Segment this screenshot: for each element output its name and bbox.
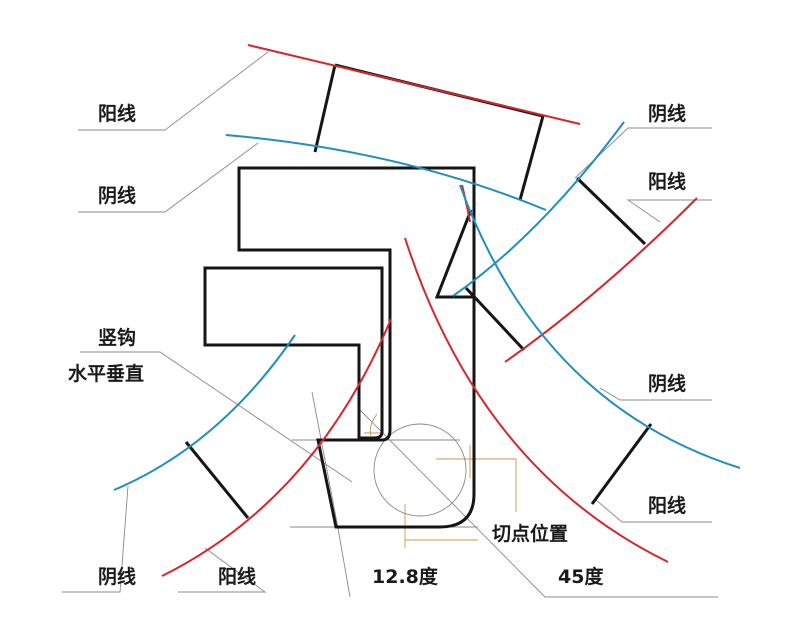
yang-line-right-small <box>461 184 471 223</box>
horizontal-hook-stroke <box>237 166 476 529</box>
yang-lines <box>161 44 698 577</box>
bar-right-lower <box>590 423 653 505</box>
yang-line-bottom-left <box>161 318 392 577</box>
yin-line-right-top <box>452 121 625 297</box>
tangent-guide-small-arc <box>369 413 378 437</box>
leader-45-degree <box>357 407 718 598</box>
label-vertical-hook-subtitle: 水平垂直 <box>68 362 144 385</box>
yin-line-upper <box>225 134 547 211</box>
tangent-circle <box>373 423 467 517</box>
leader-yin-upper-left <box>78 142 259 213</box>
leader-vertical-hook <box>80 351 353 483</box>
leader-yin-bottom-left <box>62 485 129 593</box>
yang-line-right-long <box>404 237 669 563</box>
text-labels: 阳线 阴线 竖钩 水平垂直 阴线 阳线 阴线 阳线 阴线 阳线 12.8度 45… <box>68 102 686 588</box>
yin-line-bottom-left <box>113 334 296 491</box>
width-bars <box>184 63 653 519</box>
leader-yang-top-left <box>78 51 269 131</box>
label-yang-right-upper: 阳线 <box>648 170 686 193</box>
label-yin-right-lower: 阴线 <box>648 372 686 395</box>
character-outlines <box>203 166 476 529</box>
leader-lines <box>62 51 718 598</box>
leader-yang-right-bottom <box>595 499 712 523</box>
label-yang-top-left: 阳线 <box>98 102 136 125</box>
yin-line-right-long <box>459 184 741 469</box>
leader-yin-right-top <box>574 127 712 179</box>
bar-right-upper <box>575 176 647 246</box>
label-vertical-hook-title: 竖钩 <box>98 326 136 349</box>
label-yang-right-bottom: 阳线 <box>648 494 686 517</box>
leader-yin-right-lower <box>599 387 712 401</box>
right-dot-stroke <box>434 209 474 299</box>
label-angle-45: 45度 <box>558 565 604 588</box>
label-yin-bottom-left: 阴线 <box>98 565 136 588</box>
label-tangent-position: 切点位置 <box>492 522 568 545</box>
label-yin-upper-left: 阴线 <box>98 184 136 207</box>
vertical-hook-stroke <box>203 266 384 440</box>
label-yin-right-top: 阴线 <box>648 102 686 125</box>
leader-yang-bottom-left <box>178 547 267 593</box>
bar-top-right <box>518 115 545 201</box>
yin-lines <box>113 121 741 491</box>
leader-yang-right-upper <box>626 199 712 223</box>
yang-line-right-upper <box>504 197 698 363</box>
bar-right-inner <box>464 286 526 352</box>
bar-left-lower <box>184 441 250 519</box>
label-angle-12-8: 12.8度 <box>372 565 439 588</box>
leader-12-8-degree <box>311 391 351 598</box>
label-yang-bottom-left: 阳线 <box>218 565 256 588</box>
bar-top-left <box>313 64 337 153</box>
yang-line-top <box>247 44 581 125</box>
